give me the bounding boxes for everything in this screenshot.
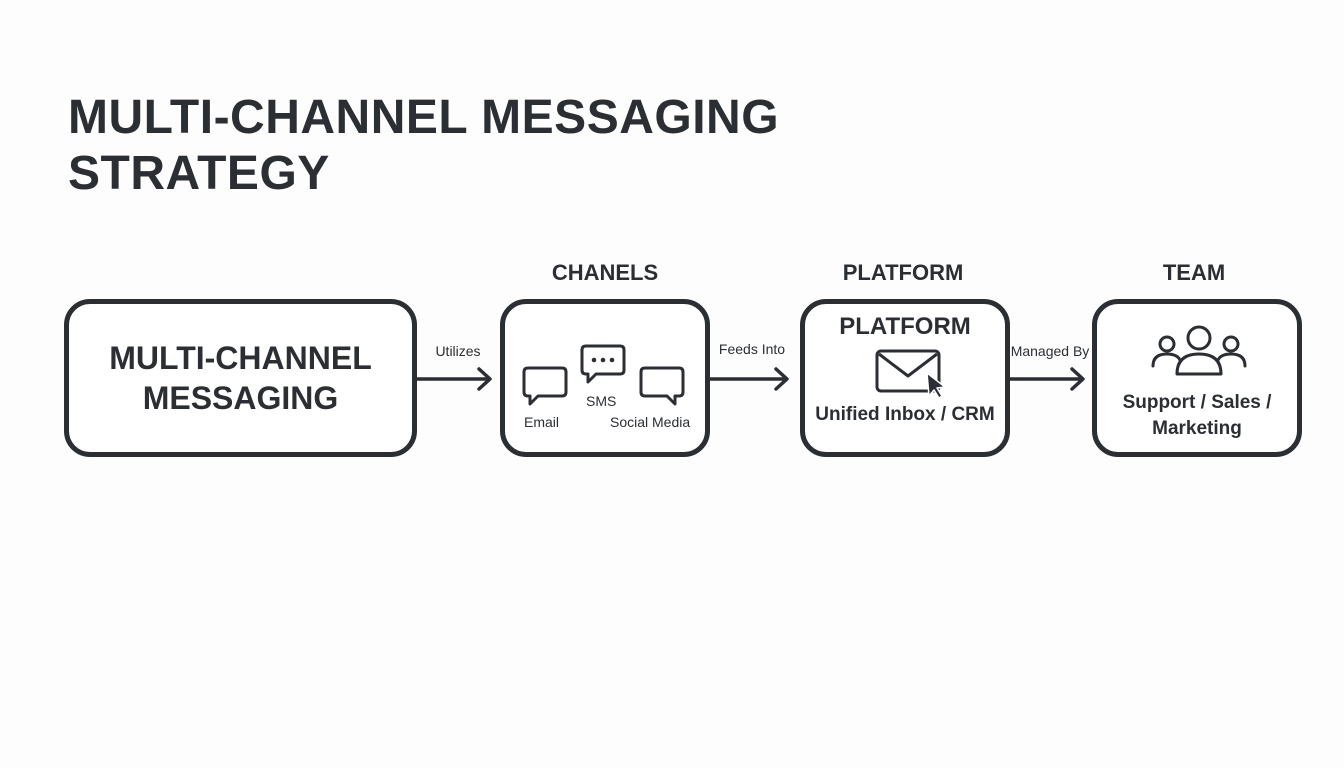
platform-subtitle: Unified Inbox / CRM: [815, 404, 995, 425]
team-subtitle-line-2: Marketing: [1152, 418, 1242, 439]
arrow-right-icon: [417, 367, 492, 391]
utilizes-label: Utilizes: [435, 343, 481, 359]
main-box-line-1: MULTI-CHANNEL: [109, 340, 372, 376]
email-label: Email: [524, 414, 560, 430]
team-subtitle: Support / Sales / Marketing: [1097, 390, 1297, 442]
title-line-2: STRATEGY: [68, 147, 330, 200]
sms-bubble-icon: [580, 344, 626, 384]
multi-channel-messaging-box: MULTI-CHANNEL MESSAGING: [64, 299, 417, 457]
team-box: Support / Sales / Marketing: [1092, 299, 1302, 457]
page-title: MULTI-CHANNEL MESSAGING STRATEGY: [68, 90, 868, 202]
title-line-1: MULTI-CHANNEL MESSAGING: [68, 91, 780, 144]
team-subtitle-line-1: Support / Sales /: [1122, 392, 1272, 413]
email-chat-bubble-icon: [522, 366, 568, 406]
arrow-right-icon: [1010, 367, 1085, 391]
people-group-icon: [1151, 325, 1247, 376]
main-box-line-2: MESSAGING: [142, 380, 339, 416]
sms-label: SMS: [586, 393, 617, 409]
managed-by-label: Managed By: [1010, 343, 1090, 359]
envelope-cursor-icon: [875, 349, 946, 399]
channels-header: CHANELS: [551, 260, 659, 285]
platform-header: PLATFORM: [842, 260, 964, 285]
team-header: TEAM: [1162, 260, 1226, 285]
platform-box: PLATFORM Unified Inbox / CRM: [800, 299, 1010, 457]
social-media-label: Social Media: [610, 414, 691, 430]
social-chat-bubble-icon: [639, 366, 685, 406]
feeds-into-label: Feeds Into: [718, 341, 786, 357]
channels-box: SMS Email Social Media: [500, 299, 710, 457]
platform-box-title: PLATFORM: [839, 313, 971, 340]
arrow-right-icon: [710, 367, 789, 391]
